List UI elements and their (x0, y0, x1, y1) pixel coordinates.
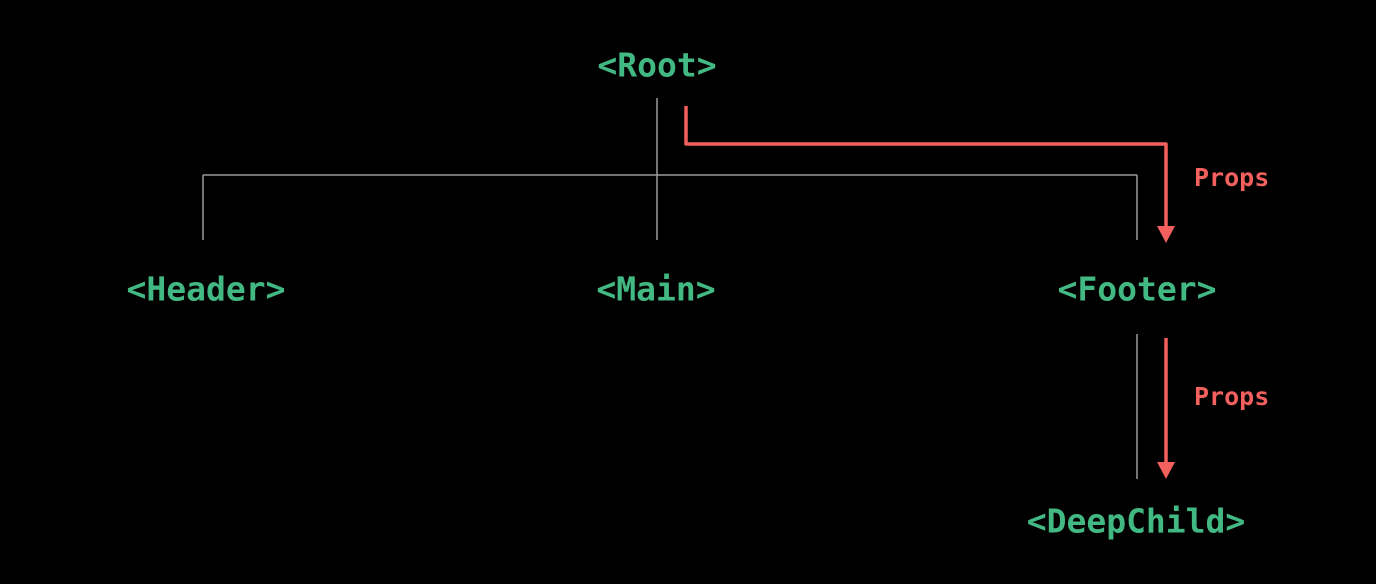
props-arrow-root-to-footer (684, 106, 1168, 228)
node-root: <Root> (597, 45, 717, 85)
props-arrowhead-root-to-footer (1157, 226, 1175, 243)
node-main: <Main> (596, 269, 716, 309)
props-label-root-to-footer: Props (1194, 163, 1270, 192)
node-footer: <Footer> (1057, 269, 1217, 309)
props-label-footer-to-deepchild: Props (1194, 382, 1270, 411)
props-arrowhead-footer-to-deepchild (1157, 462, 1175, 479)
node-deepchild: <DeepChild> (1026, 501, 1246, 541)
node-header: <Header> (126, 269, 286, 309)
